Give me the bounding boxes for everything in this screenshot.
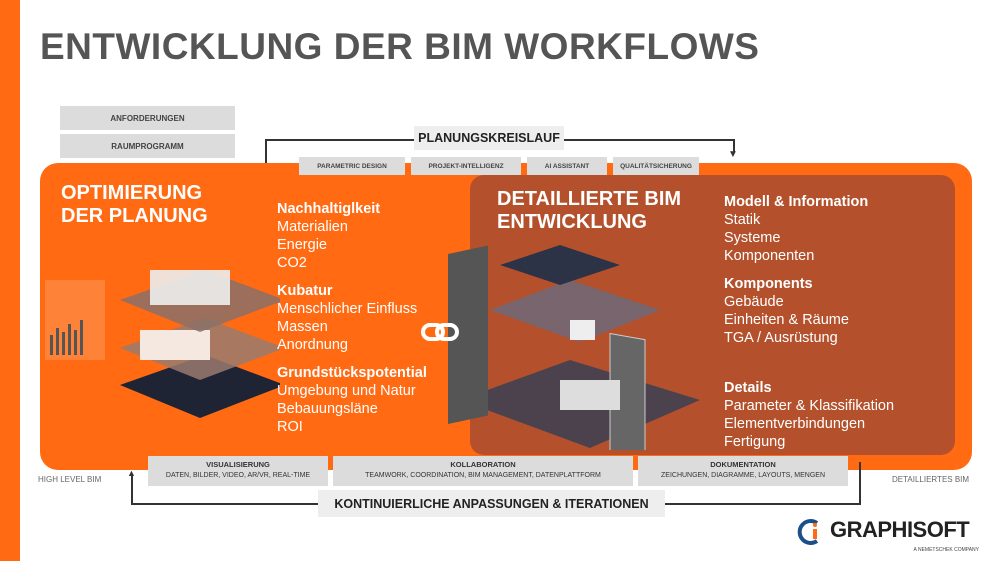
cycle-line-left (265, 139, 267, 166)
right-heading: DETAILLIERTE BIM ENTWICKLUNG (497, 188, 681, 234)
tag-parametric-design: PARAMETRIC DESIGN (299, 157, 405, 175)
list-item: Materialien (277, 219, 348, 235)
list-item: Parameter & Klassifikation (724, 398, 895, 414)
box-title: DOKUMENTATION (710, 460, 776, 469)
list-item: Massen (277, 319, 328, 335)
arrow-down-icon: ▼ (728, 149, 738, 160)
list-item: Fertigung (724, 434, 786, 450)
logo-subtext: A NEMETSCHEK COMPANY (913, 547, 979, 553)
logo-mark-icon (797, 519, 819, 545)
group-title: Modell & Information (724, 194, 869, 210)
left-heading-line2: DER PLANUNG (61, 205, 208, 227)
list-item: CO2 (277, 255, 307, 271)
logo-text: GRAPHISOFT (830, 517, 970, 542)
right-heading-line1: DETAILLIERTE BIM (497, 188, 682, 210)
right-list: Modell & Information Statik Systeme Komp… (724, 193, 894, 451)
group-title: Kubatur (277, 283, 333, 299)
list-item: TGA / Ausrüstung (724, 330, 838, 346)
box-text: TEAMWORK, COORDINATION, BIM MANAGEMENT, … (365, 472, 601, 479)
left-list: Nachhaltiglkeit Materialien Energie CO2 … (277, 200, 427, 436)
tag-projekt-intelligenz: PROJEKT-INTELLIGENZ (411, 157, 521, 175)
list-item: Anordnung (277, 337, 348, 353)
cycle-label: PLANUNGSKREISLAUF (414, 126, 564, 150)
list-item: Einheiten & Räume (724, 312, 849, 328)
list-item: ROI (277, 419, 303, 435)
bim-illustration (421, 245, 700, 450)
cycle-line-right (733, 139, 735, 153)
list-item: Elementverbindungen (724, 416, 866, 432)
list-item: Energie (277, 237, 327, 253)
list-item: Komponenten (724, 248, 815, 264)
detailliertes-bim-label: DETAILLIERTES BIM (892, 475, 970, 484)
group-title: Komponents (724, 276, 813, 292)
input-raumprogramm: RAUMPROGRAMM (60, 134, 235, 158)
group-title: Nachhaltiglkeit (277, 201, 381, 217)
planning-illustration (45, 270, 280, 418)
tag-qualitaetsicherung: QUALITÄTSICHERUNG (613, 157, 699, 175)
list-item: Menschlicher Einfluss (277, 301, 418, 317)
group-title: Grundstückspotential (277, 365, 427, 381)
box-title: KOLLABORATION (450, 460, 516, 469)
list-item: Gebäude (724, 294, 784, 310)
graphisoft-logo: GRAPHISOFT A NEMETSCHEK COMPANY (797, 516, 987, 558)
loop-label: KONTINUIERLICHE ANPASSUNGEN & ITERATIONE… (318, 490, 665, 517)
group-title: Details (724, 380, 772, 396)
left-heading: OPTIMIERUNG DER PLANUNG (61, 182, 208, 228)
box-dokumentation: DOKUMENTATION ZEICHUNGEN, DIAGRAMME, LAYO… (638, 456, 848, 486)
list-item: Systeme (724, 230, 781, 246)
list-item: Statik (724, 212, 761, 228)
box-text: DATEN, BILDER, VIDEO, AR/VR, REAL-TIME (165, 472, 311, 479)
loop-line-left (131, 476, 133, 504)
box-kollaboration: KOLLABORATION TEAMWORK, COORDINATION, BIM… (333, 456, 633, 486)
accent-strip (0, 0, 20, 561)
input-anforderungen: ANFORDERUNGEN (60, 106, 235, 130)
list-item: Umgebung und Natur (277, 383, 416, 399)
high-level-bim-label: HIGH LEVEL BIM (38, 475, 102, 484)
box-visualisierung: VISUALISIERUNG DATEN, BILDER, VIDEO, AR/V… (148, 456, 328, 486)
box-text: ZEICHUNGEN, DIAGRAMME, LAYOUTS, MENGEN (661, 472, 825, 479)
list-item: Bebauungsläne (277, 401, 378, 417)
left-heading-line1: OPTIMIERUNG (61, 182, 203, 204)
tag-ai-assistant: AI ASSISTANT (527, 157, 607, 175)
arrow-up-icon: ▲ (127, 468, 136, 478)
loop-line-right (859, 462, 861, 505)
right-heading-line2: ENTWICKLUNG (497, 211, 647, 233)
box-title: VISUALISIERUNG (206, 460, 270, 469)
page-title: ENTWICKLUNG DER BIM WORKFLOWS (40, 26, 760, 67)
